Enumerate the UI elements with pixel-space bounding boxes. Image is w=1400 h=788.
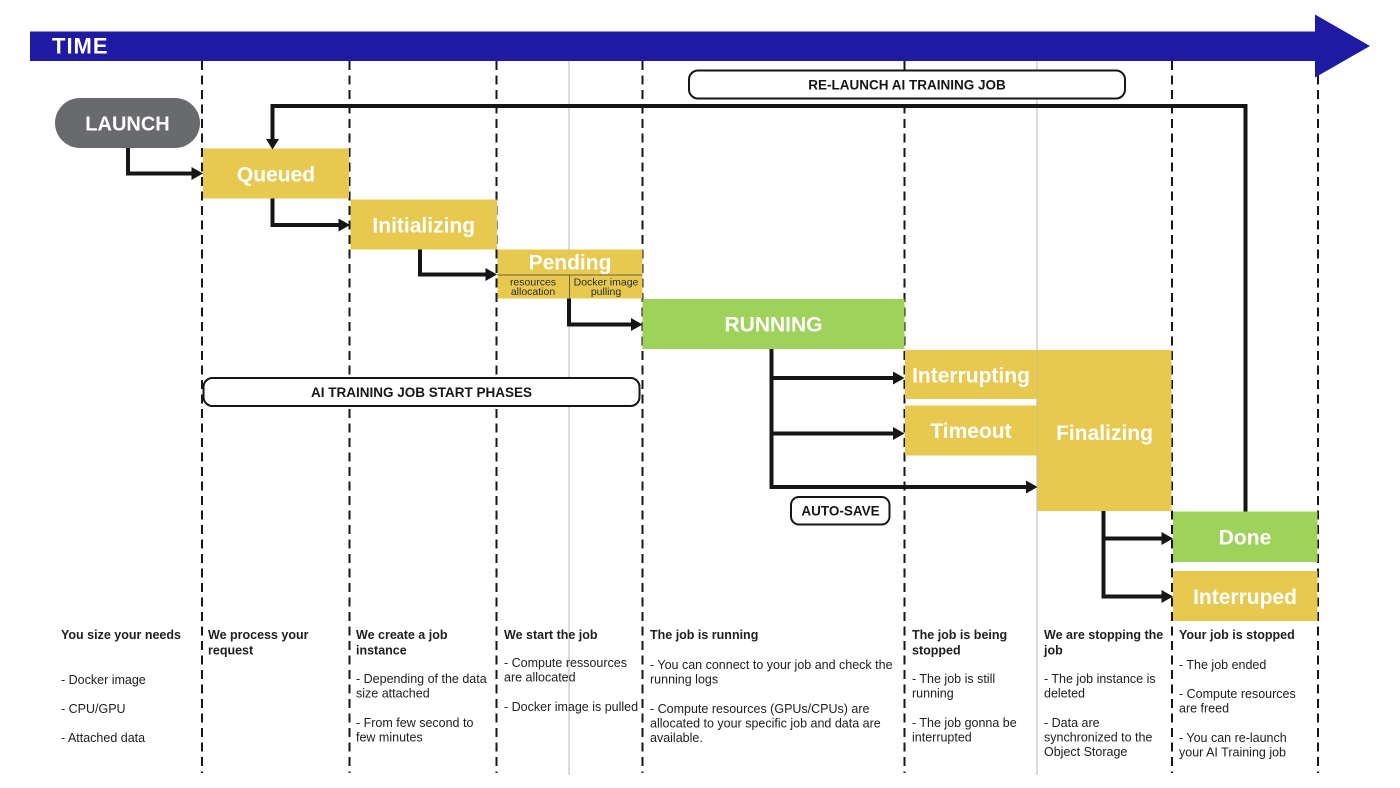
svg-text:Your job is stopped: Your job is stopped	[1179, 628, 1295, 642]
svg-text:The job is being: The job is being	[912, 628, 1007, 642]
svg-text:are freed: are freed	[1179, 702, 1229, 716]
svg-text:- The job instance is: - The job instance is	[1044, 672, 1156, 686]
svg-text:We create a job: We create a job	[356, 628, 448, 642]
svg-text:available.: available.	[650, 731, 703, 745]
svg-text:Timeout: Timeout	[930, 420, 1011, 443]
svg-text:stopped: stopped	[912, 644, 961, 658]
svg-text:- Docker image: - Docker image	[61, 673, 146, 687]
svg-text:The job is running: The job is running	[650, 628, 758, 642]
svg-text:Done: Done	[1219, 527, 1272, 550]
svg-text:request: request	[208, 644, 254, 658]
svg-text:RUNNING: RUNNING	[725, 314, 823, 337]
svg-text:Interruped: Interruped	[1193, 586, 1297, 609]
svg-text:- Depending of the data: - Depending of the data	[356, 672, 487, 686]
svg-text:are allocated: are allocated	[504, 671, 576, 685]
svg-text:deleted: deleted	[1044, 687, 1085, 701]
svg-text:LAUNCH: LAUNCH	[85, 114, 169, 136]
svg-text:job: job	[1043, 644, 1063, 658]
svg-text:few minutes: few minutes	[356, 731, 423, 745]
svg-text:TIME: TIME	[52, 34, 109, 59]
svg-text:- Compute resources (GPUs/CPUs: - Compute resources (GPUs/CPUs) are	[650, 702, 870, 716]
svg-text:We are stopping the: We are stopping the	[1044, 628, 1163, 642]
svg-text:size attached: size attached	[356, 687, 430, 701]
svg-text:- Docker image is pulled: - Docker image is pulled	[504, 700, 638, 714]
svg-text:Finalizing: Finalizing	[1056, 422, 1153, 445]
svg-text:We process your: We process your	[208, 628, 309, 642]
svg-text:synchronized to the: synchronized to the	[1044, 731, 1152, 745]
svg-text:- Compute resources: - Compute resources	[1179, 687, 1296, 701]
svg-text:- The job gonna be: - The job gonna be	[912, 716, 1017, 730]
svg-text:You size your needs: You size your needs	[61, 628, 181, 642]
svg-text:pulling: pulling	[591, 286, 622, 298]
svg-text:allocated to your specific job: allocated to your specific job and data …	[650, 717, 881, 731]
svg-text:resources: resources	[510, 276, 556, 288]
svg-text:- Compute ressources: - Compute ressources	[504, 656, 627, 670]
svg-text:- Data are: - Data are	[1044, 716, 1100, 730]
svg-text:Docker image: Docker image	[574, 276, 639, 288]
svg-text:running logs: running logs	[650, 673, 718, 687]
svg-text:Interrupting: Interrupting	[912, 365, 1030, 388]
svg-text:We start the job: We start the job	[504, 628, 598, 642]
svg-text:- The job ended: - The job ended	[1179, 658, 1266, 672]
svg-text:Pending: Pending	[529, 252, 612, 275]
svg-text:AUTO-SAVE: AUTO-SAVE	[801, 504, 879, 519]
svg-text:Object Storage: Object Storage	[1044, 745, 1127, 759]
svg-text:instance: instance	[356, 644, 407, 658]
svg-text:- The job is still: - The job is still	[912, 672, 995, 686]
svg-text:- From few second to: - From few second to	[356, 716, 473, 730]
svg-text:running: running	[912, 687, 954, 701]
svg-text:AI TRAINING JOB START PHASES: AI TRAINING JOB START PHASES	[311, 385, 532, 400]
svg-text:- Attached data: - Attached data	[61, 731, 145, 745]
svg-text:- CPU/GPU: - CPU/GPU	[61, 702, 126, 716]
svg-text:- You can re-launch: - You can re-launch	[1179, 731, 1287, 745]
svg-text:your AI Training job: your AI Training job	[1179, 746, 1286, 760]
svg-text:Queued: Queued	[237, 164, 315, 187]
svg-text:- You can connect to your job: - You can connect to your job and check …	[650, 658, 893, 672]
svg-text:allocation: allocation	[511, 286, 556, 298]
svg-text:interrupted: interrupted	[912, 731, 972, 745]
svg-text:Initializing: Initializing	[372, 215, 475, 238]
svg-text:RE-LAUNCH AI TRAINING JOB: RE-LAUNCH AI TRAINING JOB	[808, 78, 1006, 93]
